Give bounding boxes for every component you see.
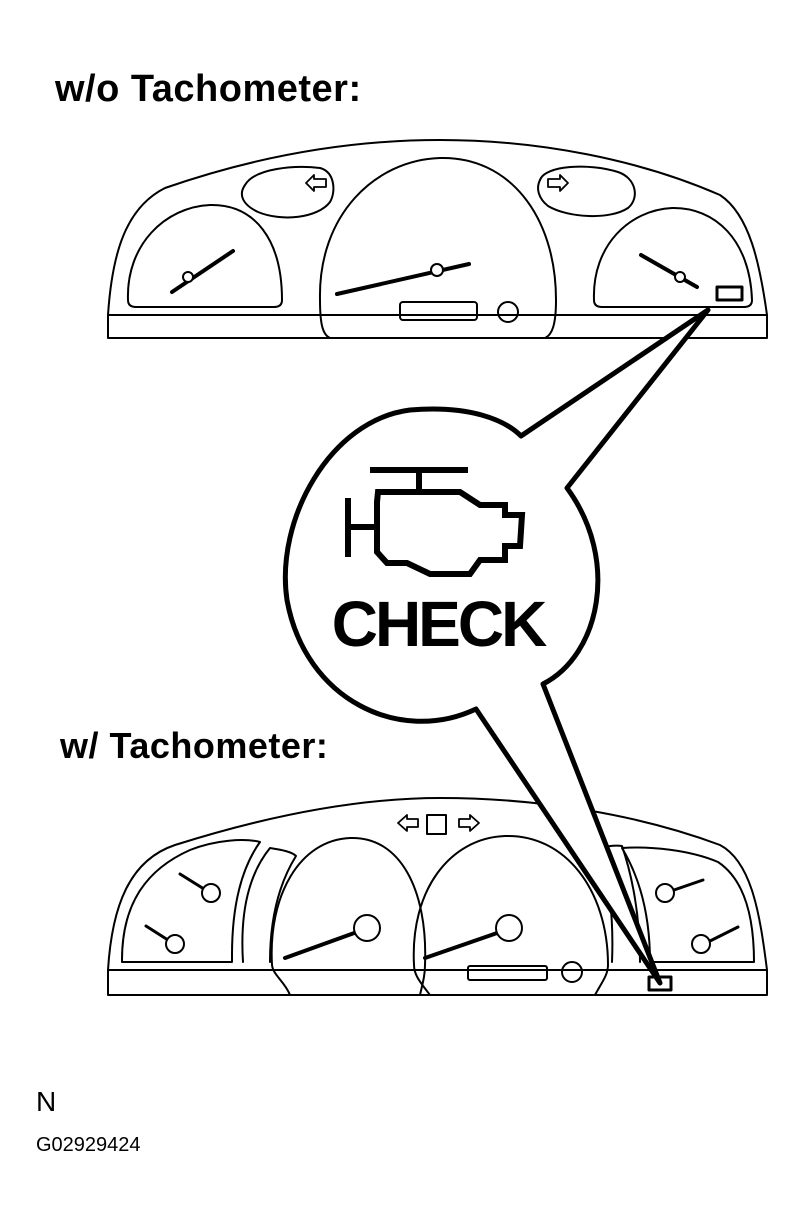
heading-with-tachometer: w/ Tachometer: xyxy=(60,725,329,766)
right-upper-gauge-needle xyxy=(655,878,705,903)
tachometer-needle xyxy=(283,914,381,960)
tachometer-pod xyxy=(270,836,427,996)
temp-gauge-needle xyxy=(144,924,185,954)
right-arrow-icon xyxy=(458,814,480,832)
heading-without-tachometer: w/o Tachometer: xyxy=(55,68,362,110)
right-arrow-icon xyxy=(547,174,569,192)
callout-check-label: CHECK xyxy=(332,588,547,660)
trip-reset-knob xyxy=(561,961,583,983)
fuel-gauge-needle xyxy=(178,872,221,903)
left-turn-signal-pod xyxy=(240,165,335,219)
callout-bubble xyxy=(282,307,711,986)
speedometer-needle xyxy=(423,914,523,960)
check-engine-callout: CHECK xyxy=(282,307,711,986)
trip-reset-knob xyxy=(497,301,519,323)
check-engine-lamp-top xyxy=(715,285,744,302)
right-gauge-pod xyxy=(592,206,753,308)
left-gauge-pod xyxy=(126,203,283,308)
cluster-housing xyxy=(107,797,768,996)
cluster-housing xyxy=(107,139,768,339)
speedometer-pod xyxy=(318,156,557,339)
footer-letter: N xyxy=(36,1086,57,1117)
indicator-square xyxy=(426,814,447,835)
cluster-with-tachometer xyxy=(107,797,768,996)
right-lower-gauge-needle xyxy=(691,925,740,954)
left-arrow-icon xyxy=(397,814,419,832)
left-arrow-icon xyxy=(305,174,327,192)
left-pod-divider xyxy=(241,847,297,963)
figure-code: G02929424 xyxy=(36,1134,141,1156)
right-twin-gauge-pod xyxy=(621,846,755,963)
speedometer-needle xyxy=(335,262,471,296)
check-engine-icon xyxy=(345,467,526,577)
cluster-without-tachometer xyxy=(107,139,768,339)
speedometer-pod xyxy=(412,834,609,996)
right-gauge-needle xyxy=(639,253,699,289)
odometer-display xyxy=(467,965,548,981)
left-twin-gauge-pod xyxy=(121,839,261,963)
odometer-display xyxy=(399,301,478,321)
left-gauge-needle xyxy=(170,249,235,294)
right-turn-signal-pod xyxy=(537,165,636,217)
